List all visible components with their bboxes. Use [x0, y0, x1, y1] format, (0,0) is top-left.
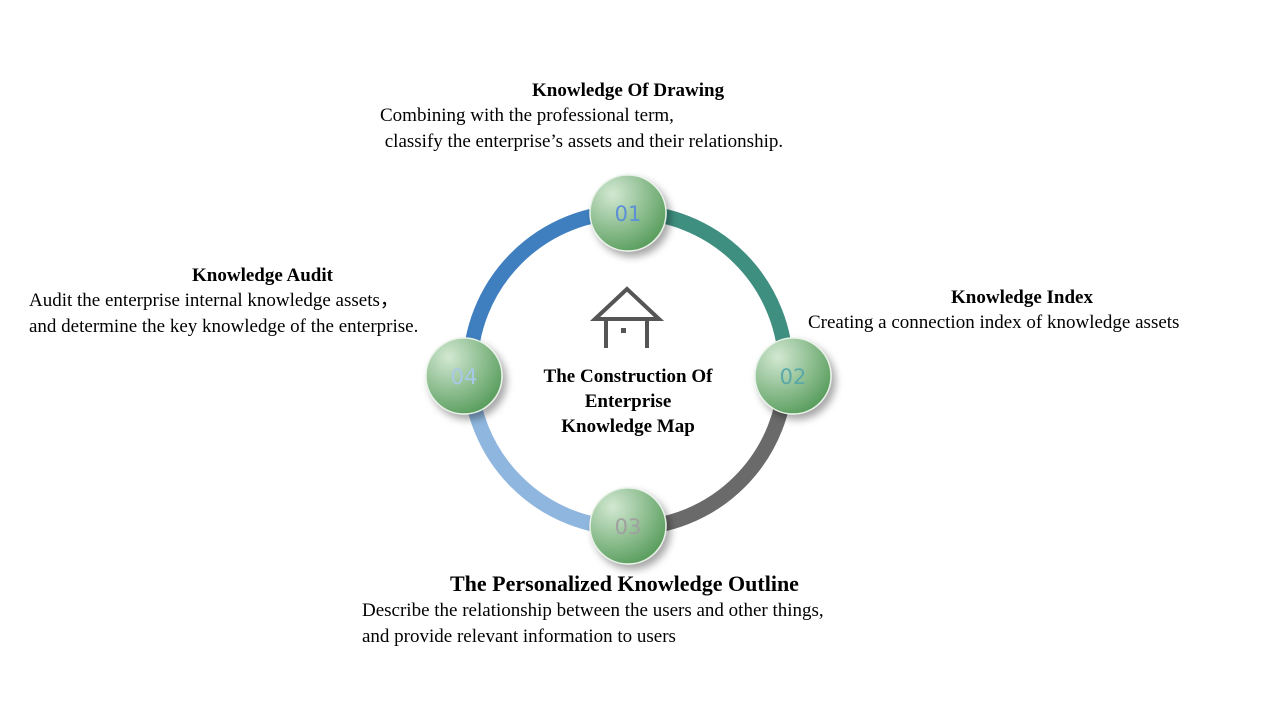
- step-node-04: [425, 337, 503, 415]
- center-title-line: Knowledge Map: [561, 416, 695, 437]
- step-node-03: [589, 487, 667, 565]
- node-02-title: Knowledge Index: [951, 287, 1093, 308]
- node-03-desc: and provide relevant information to user…: [362, 626, 676, 647]
- step-number: 01: [615, 202, 642, 226]
- center-title-line: The Construction Of: [543, 366, 713, 387]
- step-number: 04: [451, 365, 478, 389]
- house-icon: [589, 286, 665, 348]
- node-04-title: Knowledge Audit: [192, 265, 333, 286]
- node-01-title: Knowledge Of Drawing: [532, 80, 725, 101]
- step-node-02: [754, 337, 832, 415]
- step-number: 03: [615, 515, 642, 539]
- node-04-desc: and determine the key knowledge of the e…: [29, 316, 419, 337]
- center-title: The Construction Of Enterprise Knowledge…: [508, 364, 748, 439]
- node-02-desc: Creating a connection index of knowledge…: [808, 312, 1180, 333]
- step-node-01: [589, 174, 667, 252]
- node-01-desc: Combining with the professional term,: [380, 105, 674, 126]
- step-number: 02: [780, 365, 807, 389]
- node-03-title: The Personalized Knowledge Outline: [450, 571, 799, 596]
- node-03-desc: Describe the relationship between the us…: [362, 600, 824, 621]
- center-title-line: Enterprise: [584, 391, 672, 412]
- node-01-desc: classify the enterprise’s assets and the…: [380, 131, 784, 152]
- node-04-desc: Audit the enterprise internal knowledge …: [29, 290, 399, 311]
